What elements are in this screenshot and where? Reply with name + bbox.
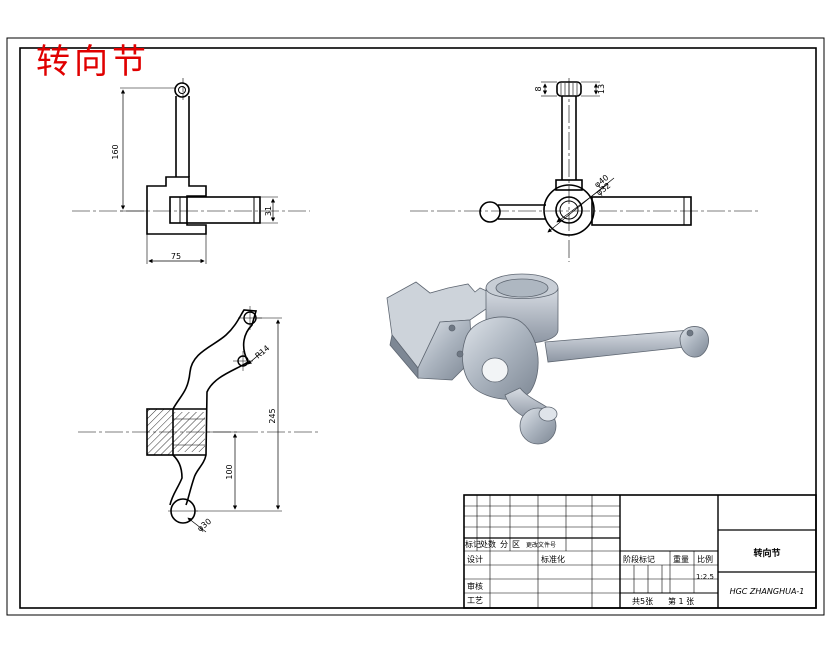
isometric-render	[386, 273, 709, 445]
tb-standardization: 标准化	[541, 554, 565, 564]
tb-label-zone: 分	[500, 540, 508, 549]
dim-section-lower: 100	[225, 464, 234, 479]
dim-front-width: 75	[171, 252, 181, 261]
dim-front-height: 160	[111, 144, 120, 159]
tb-label-count: 处数	[480, 539, 496, 549]
front-view	[72, 78, 310, 264]
tb-stage-mark: 阶段标记	[623, 554, 655, 564]
tb-part-name: 转向节	[753, 547, 780, 559]
tb-design: 设计	[467, 554, 483, 564]
dim-section-total: 245	[268, 408, 277, 423]
side-view	[410, 78, 758, 262]
tb-scale: 比例	[697, 554, 713, 564]
tb-weight: 重量	[673, 554, 689, 564]
tb-drawing-no: HGC ZHANGHUA-1	[730, 587, 805, 596]
tb-label-area: 区	[512, 540, 520, 549]
tb-sheet-no: 第 1 张	[668, 596, 694, 606]
dim-front-shaft: 31	[264, 206, 273, 216]
title-block	[463, 494, 817, 609]
drawing-title: 转向节	[36, 42, 150, 82]
outer-frame	[6, 37, 825, 616]
tb-scale-value: 1:2.5	[696, 573, 714, 581]
tb-sheets-total: 共5张	[632, 597, 653, 606]
tb-label-mark: 标记	[465, 539, 481, 549]
section-view	[78, 306, 318, 533]
dim-section-radius: R14	[254, 344, 272, 361]
inner-frame	[19, 47, 817, 609]
tb-process: 工艺	[467, 596, 483, 605]
dim-side-top-b: 13	[597, 84, 606, 94]
tb-review: 审核	[467, 581, 483, 591]
tb-label-change-doc: 更改文件号	[526, 541, 556, 549]
dim-side-top-a: 8	[534, 86, 543, 91]
